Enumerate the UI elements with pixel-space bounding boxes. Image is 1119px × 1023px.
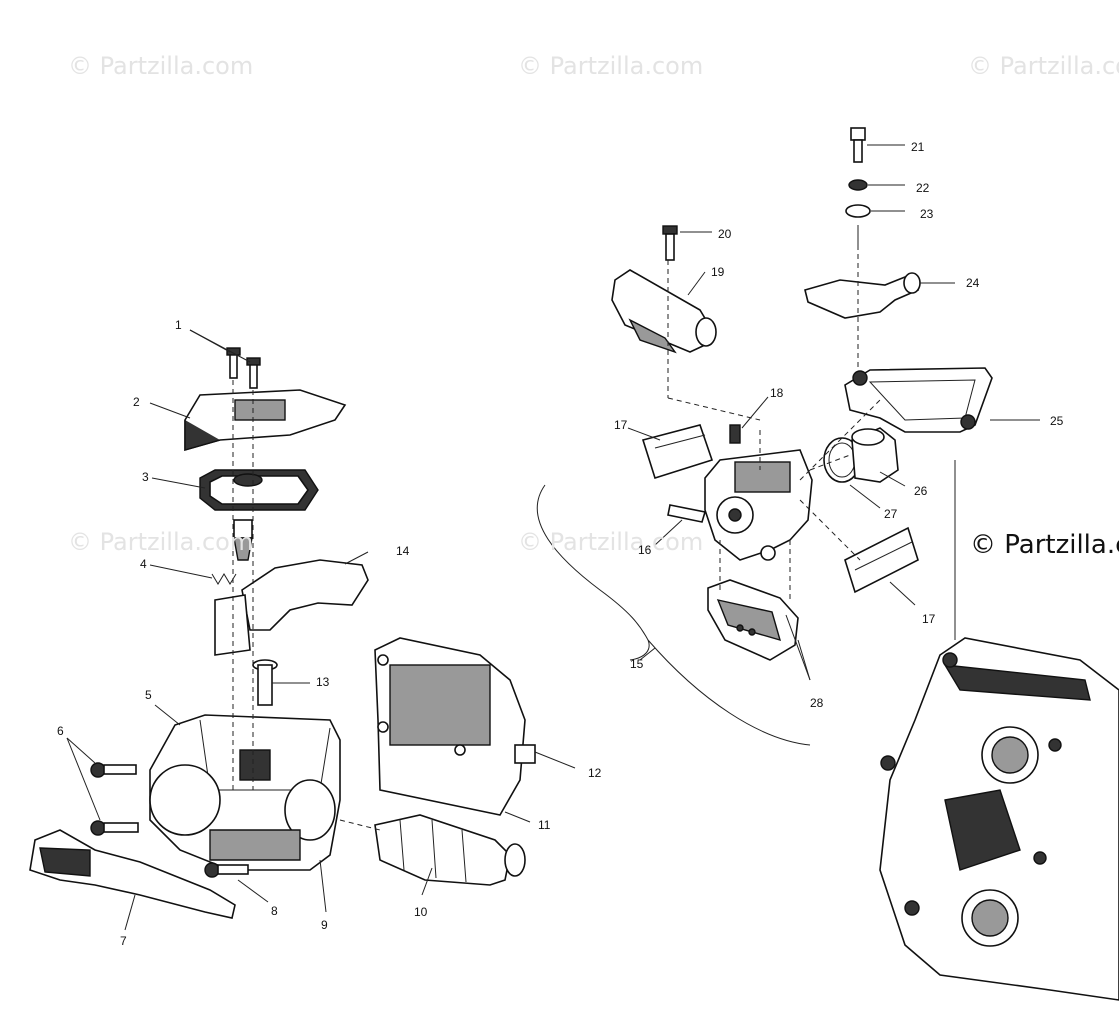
caliper-body [667,449,813,561]
bracket [804,272,921,319]
callout-label: 10 [414,905,428,919]
callout-label: 17 [922,612,936,626]
caliper-housing [374,637,536,816]
master-cylinder-body [149,714,341,871]
watermark: © Partzilla.com [518,528,704,556]
callout-label: 11 [538,818,551,832]
mounting-screws [90,762,139,836]
spring [211,573,237,585]
callout-label: 7 [120,934,127,948]
diaphragm [199,469,319,511]
bleeder-valve [729,424,741,444]
callout-label: 26 [914,484,928,498]
callout-label: 6 [57,724,64,738]
callout-label: 18 [770,386,784,400]
callout-label: 17 [614,418,628,432]
watermark: © Partzilla.com [68,528,254,556]
callout-label: 12 [588,766,602,780]
brake-lever-upper [214,559,369,656]
bleeder-screw [662,225,678,261]
plunger [233,519,253,561]
chaincase-housing [879,637,1119,1001]
callout-label: 24 [966,276,980,290]
callout-label: 4 [140,557,147,571]
watermark: © Partzilla.com [518,52,704,80]
callout-label: 21 [911,140,925,154]
callout-label: 5 [145,688,152,702]
callout-label: 13 [316,675,330,689]
piston [374,814,526,886]
callout-label: 19 [711,265,725,279]
callout-label: 3 [142,470,149,484]
banjo-fitting [611,269,717,354]
brake-pad [707,579,799,661]
callout-label: 2 [133,395,140,409]
callout-label: 1 [175,318,182,332]
callout-label: 15 [630,657,644,671]
reservoir-cover [184,389,347,452]
hand-lever [29,829,236,919]
caliper-piston [851,427,899,483]
caliper-bracket [844,367,993,433]
callout-label: 23 [920,207,934,221]
callout-label: 14 [396,544,410,558]
pivot-pin [252,659,278,706]
callout-label: 22 [916,181,930,195]
watermark: © Partzilla.com [968,52,1119,80]
callout-label: 16 [638,543,652,557]
callout-label: 28 [810,696,824,710]
callout-label: 27 [884,507,898,521]
watermark: © Partzilla.com [68,52,254,80]
callout-label: 20 [718,227,732,241]
lever-screw [204,862,249,878]
shim-upper [641,424,714,480]
callout-label: 8 [271,904,278,918]
callout-label: 9 [321,918,328,932]
shim-lower [844,526,919,594]
watermark: © Partzilla.com [970,530,1119,560]
screw-pair [226,347,261,389]
bolt [850,127,866,163]
callout-label: 25 [1050,414,1064,428]
